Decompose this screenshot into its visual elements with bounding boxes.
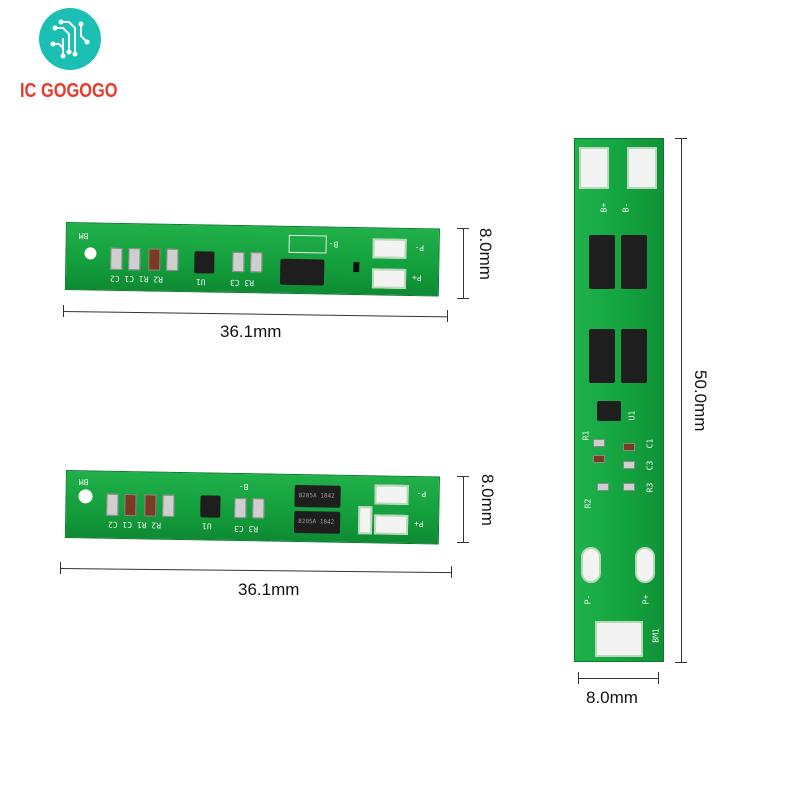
silk-pplus: P+ bbox=[412, 273, 422, 283]
solder-pad-pplus bbox=[371, 268, 407, 289]
smd-component bbox=[148, 248, 161, 271]
dim-line-width-middle bbox=[59, 568, 452, 574]
silk-u1: U1 bbox=[201, 521, 212, 531]
silk-bottom-labels: R2 R1 C1 C2 bbox=[107, 519, 162, 530]
silk-bm: BM bbox=[78, 477, 89, 487]
smd-component bbox=[162, 494, 175, 517]
silk-r3c3: R3 C3 bbox=[233, 523, 259, 534]
smd-component bbox=[593, 439, 605, 447]
test-pad bbox=[353, 262, 360, 273]
solder-pad-bminus bbox=[627, 147, 657, 189]
circuit-icon bbox=[50, 19, 90, 59]
dim-label-height-middle: 8.0mm bbox=[478, 474, 497, 526]
smd-component bbox=[623, 483, 635, 491]
dim-tick bbox=[63, 305, 64, 317]
dim-tick bbox=[457, 476, 469, 477]
dim-line-height-top bbox=[463, 228, 464, 298]
smd-component bbox=[232, 251, 245, 273]
silk-bminus: B- bbox=[238, 482, 249, 492]
pcb-board-right: B+ B- U1 R1 C1 C3 R3 R2 P- P+ BM1 bbox=[574, 138, 664, 662]
smd-component bbox=[250, 252, 263, 273]
silk-bminus: B- bbox=[621, 202, 631, 213]
dim-label-height-right: 50.0mm bbox=[691, 370, 710, 432]
chip-marking: 8205A 1842 bbox=[298, 518, 335, 526]
chip-mosfet bbox=[621, 235, 647, 289]
silk-u1: U1 bbox=[627, 410, 637, 421]
dim-label-height-top: 8.0mm bbox=[476, 228, 495, 280]
silk-pplus: P+ bbox=[641, 594, 651, 605]
silk-c3: C3 bbox=[645, 460, 655, 471]
silk-r2: R2 bbox=[583, 498, 593, 509]
smd-component bbox=[593, 455, 605, 463]
smd-component bbox=[124, 494, 137, 517]
dim-tick bbox=[457, 542, 469, 543]
dim-line-height-right bbox=[681, 138, 682, 662]
dim-line-width-right bbox=[578, 678, 658, 679]
solder-pad-extra bbox=[357, 506, 373, 535]
smd-component bbox=[623, 461, 635, 469]
dim-tick bbox=[658, 672, 659, 684]
dim-label-width-right: 8.0mm bbox=[586, 688, 638, 707]
board-mount-hole bbox=[84, 247, 97, 260]
silk-pminus: P- bbox=[414, 243, 425, 253]
dim-tick bbox=[675, 662, 687, 663]
dim-line-width-top bbox=[62, 311, 448, 318]
chip-marking: 8205A 1842 bbox=[298, 492, 335, 500]
board-mount-hole bbox=[78, 489, 93, 504]
chip-u1 bbox=[200, 495, 221, 518]
silk-bm: BM bbox=[78, 231, 89, 241]
chip-mosfet bbox=[621, 329, 647, 383]
silk-pminus: P- bbox=[416, 489, 427, 499]
logo-circle bbox=[39, 8, 101, 70]
smd-component bbox=[623, 443, 635, 451]
smd-component bbox=[252, 498, 265, 519]
brand-logo-text: IC GOGOGO bbox=[20, 80, 118, 102]
smd-component bbox=[597, 483, 609, 491]
pcb-board-top: BM R2 R1 C1 C2 U1 R3 C3 B- P- P+ bbox=[64, 222, 440, 297]
solder-pad-pminus bbox=[374, 484, 409, 505]
dim-tick bbox=[675, 138, 687, 139]
silk-pminus: P- bbox=[583, 594, 593, 605]
dim-label-width-top: 36.1mm bbox=[220, 322, 282, 341]
solder-pad-bm bbox=[595, 621, 643, 657]
chip-mosfet-2: 8205A 1842 bbox=[293, 510, 341, 534]
smd-component bbox=[106, 493, 119, 516]
solder-pad-bplus bbox=[579, 147, 609, 189]
silk-pplus: P+ bbox=[414, 519, 424, 529]
smd-component bbox=[128, 248, 141, 271]
chip-u1 bbox=[597, 401, 621, 421]
silk-r3: R3 bbox=[645, 482, 655, 493]
chip-mosfet bbox=[589, 329, 615, 383]
silk-bm1: BM1 bbox=[651, 628, 661, 643]
chip-mosfet bbox=[279, 258, 325, 286]
dim-tick bbox=[457, 228, 469, 229]
pcb-board-middle: BM R2 R1 C1 C2 U1 R3 C3 B- 8205A 1842 82… bbox=[64, 470, 440, 545]
solder-pad-pplus bbox=[635, 547, 655, 583]
smd-component bbox=[234, 497, 247, 519]
silk-bplus: B+ bbox=[599, 202, 609, 213]
chip-mosfet bbox=[589, 235, 615, 289]
chip-u1 bbox=[194, 251, 215, 274]
silk-r1: R1 bbox=[581, 430, 591, 441]
dim-tick bbox=[447, 310, 448, 322]
smd-component bbox=[166, 248, 179, 271]
silk-u1: U1 bbox=[195, 277, 206, 287]
dim-label-width-middle: 36.1mm bbox=[238, 580, 300, 599]
solder-pad-pminus bbox=[372, 238, 407, 259]
dim-line-height-middle bbox=[463, 476, 464, 542]
dim-tick bbox=[457, 298, 469, 299]
smd-component bbox=[110, 247, 123, 270]
chip-mosfet-1: 8205A 1842 bbox=[294, 484, 341, 508]
dim-tick bbox=[60, 562, 61, 574]
silk-bminus: B- bbox=[328, 239, 339, 249]
dim-tick bbox=[451, 566, 452, 578]
silk-c1: C1 bbox=[645, 438, 655, 449]
silk-r3c3: R3 C3 bbox=[229, 277, 255, 288]
solder-pad-pplus bbox=[373, 514, 409, 535]
silk-bottom-labels: R2 R1 C1 C2 bbox=[109, 273, 164, 284]
solder-pad-pminus bbox=[581, 547, 601, 583]
dim-tick bbox=[578, 672, 579, 684]
component-outline bbox=[288, 234, 327, 254]
smd-component bbox=[144, 494, 157, 517]
